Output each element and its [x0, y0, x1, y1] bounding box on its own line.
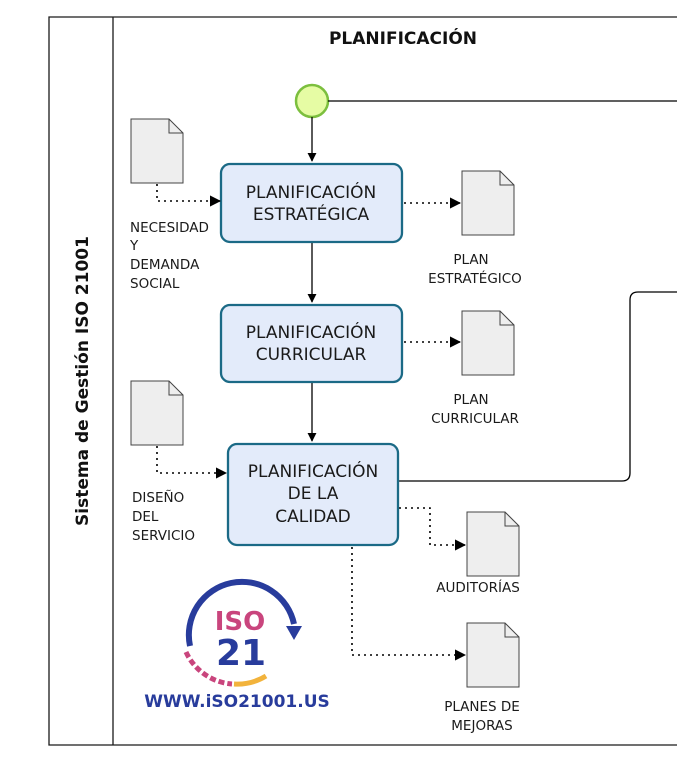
logo-arc-blue	[185, 578, 297, 647]
doc-label-line: SOCIAL	[130, 276, 180, 292]
document-auditorias[interactable]	[466, 511, 520, 577]
document-plan-curricular[interactable]	[461, 310, 515, 376]
process-planificacion-estrategica[interactable]: PLANIFICACIÓN ESTRATÉGICA	[219, 162, 404, 244]
document-planes-mejoras[interactable]	[466, 622, 520, 688]
process-label-line: CALIDAD	[275, 507, 351, 527]
assoc-diseno-to-calidad	[156, 446, 228, 479]
process-planificacion-curricular[interactable]: PLANIFICACIÓN CURRICULAR	[219, 303, 404, 384]
doc-label-line: CURRICULAR	[431, 411, 519, 427]
logo-21-text: 21	[216, 633, 266, 674]
process-label-line: PLANIFICACIÓN	[248, 460, 378, 482]
logo-arc-pink	[183, 650, 233, 687]
logo-arc-yellow	[233, 673, 268, 687]
doc-label-line: SERVICIO	[132, 528, 195, 544]
doc-label-line: Y	[129, 238, 139, 254]
process-label-line: DE LA	[288, 484, 339, 504]
process-label-line: PLANIFICACIÓN	[246, 181, 376, 203]
doc-label-line: PLAN	[453, 252, 488, 268]
document-necesidad-label: NECESIDAD Y DEMANDA SOCIAL	[129, 220, 209, 292]
assoc-calidad-to-planes-mejoras	[351, 547, 467, 661]
doc-label-line: AUDITORÍAS	[436, 579, 520, 596]
process-planificacion-calidad[interactable]: PLANIFICACIÓN DE LA CALIDAD	[226, 442, 400, 547]
doc-label-line: NECESIDAD	[130, 220, 209, 236]
logo-url[interactable]: WWW.iSO21001.US	[144, 692, 330, 712]
document-necesidad-demanda-social[interactable]	[130, 118, 184, 184]
pool-label: Sistema de Gestión ISO 21001	[73, 236, 93, 526]
process-label-line: ESTRATÉGICA	[253, 203, 370, 225]
document-diseno-label: DISEÑO DEL SERVICIO	[132, 489, 195, 544]
lane-title: PLANIFICACIÓN	[329, 27, 477, 49]
assoc-calidad-to-auditorias	[399, 507, 467, 551]
assoc-necesidad-to-estrategica	[156, 184, 222, 207]
doc-label-line: DEL	[132, 509, 159, 525]
pool-frame	[48, 16, 677, 746]
document-plan-estrategico[interactable]	[461, 170, 515, 236]
document-diseno-servicio[interactable]	[130, 380, 184, 446]
process-label-line: CURRICULAR	[256, 345, 367, 365]
doc-label-line: ESTRATÉGICO	[428, 270, 522, 287]
start-event[interactable]	[294, 83, 330, 119]
iso21-logo: ISO 21 WWW.iSO21001.US	[144, 578, 330, 712]
logo-iso-text: ISO	[215, 607, 266, 637]
logo-arrow-head	[286, 626, 302, 640]
flow-calidad-outgoing	[398, 291, 677, 482]
process-label-line: PLANIFICACIÓN	[246, 321, 376, 343]
doc-label-line: DISEÑO	[132, 489, 184, 506]
doc-label-line: PLANES DE	[444, 699, 520, 715]
doc-label-line: DEMANDA	[130, 257, 200, 273]
doc-label-line: PLAN	[453, 392, 488, 408]
doc-label-line: MEJORAS	[451, 718, 512, 734]
